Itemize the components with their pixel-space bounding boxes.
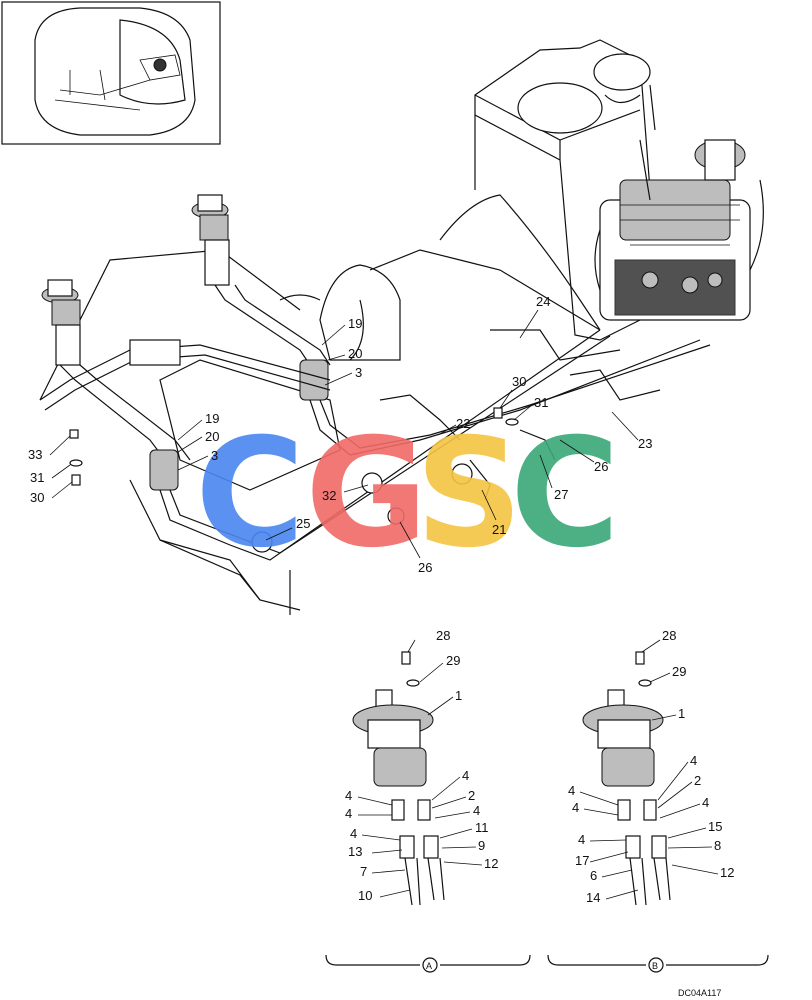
callout-21: 21 bbox=[492, 522, 506, 537]
watermark-letter-s: S bbox=[415, 407, 523, 581]
detail-a-callout-4-b: 4 bbox=[473, 803, 480, 818]
detail-a-callout-4-d: 4 bbox=[345, 806, 352, 821]
detail-b-callout-6: 6 bbox=[590, 868, 597, 883]
detail-b-callout-1: 1 bbox=[678, 706, 685, 721]
callout-3-upper: 3 bbox=[355, 365, 362, 380]
detail-a-callout-13: 13 bbox=[348, 844, 362, 859]
detail-b-fittings bbox=[617, 799, 671, 906]
floor-plate bbox=[39, 249, 341, 615]
tank-structure bbox=[474, 39, 656, 341]
callout-20-lower: 20 bbox=[205, 429, 219, 444]
callout-24: 24 bbox=[536, 294, 550, 309]
callout-20-upper: 20 bbox=[348, 346, 362, 361]
callout-26-left: 26 bbox=[418, 560, 432, 575]
detail-a-callout-2: 2 bbox=[468, 788, 475, 803]
watermark: C G S C bbox=[195, 407, 620, 581]
detail-b: 28 29 1 4 2 4 4 4 4 15 17 8 6 12 14 B bbox=[547, 628, 769, 973]
detail-b-callout-29: 29 bbox=[672, 664, 686, 679]
detail-b-callout-17: 17 bbox=[575, 853, 589, 868]
detail-b-callout-2: 2 bbox=[694, 773, 701, 788]
main-callouts: 19 20 3 19 20 3 33 31 30 24 30 31 22 23 … bbox=[28, 294, 652, 575]
clamps bbox=[251, 429, 556, 553]
callout-31-left: 31 bbox=[30, 470, 44, 485]
detail-b-callout-28: 28 bbox=[662, 628, 676, 643]
watermark-letter-c2: C bbox=[510, 407, 620, 581]
drawing-code: DC04A117 bbox=[678, 988, 721, 998]
callout-31-right: 31 bbox=[534, 395, 548, 410]
detail-a-callout-4-e: 4 bbox=[350, 826, 357, 841]
detail-a-label: A bbox=[426, 961, 432, 971]
detail-b-callout-8: 8 bbox=[714, 838, 721, 853]
detail-b-callout-4-a: 4 bbox=[690, 753, 697, 768]
detail-a: 28 29 1 4 2 4 4 4 4 11 13 9 7 12 10 A bbox=[325, 628, 531, 973]
detail-a-callout-1: 1 bbox=[455, 688, 462, 703]
right-pilot-valve bbox=[191, 194, 331, 366]
callout-26-right: 26 bbox=[594, 459, 608, 474]
detail-b-callout-4-c: 4 bbox=[568, 783, 575, 798]
center-mount bbox=[279, 194, 601, 361]
detail-b-callout-4-e: 4 bbox=[578, 832, 585, 847]
detail-b-label: B bbox=[652, 961, 658, 971]
detail-a-callout-11: 11 bbox=[475, 820, 489, 835]
detail-a-fittings bbox=[391, 799, 445, 906]
left-pilot-valve bbox=[41, 279, 191, 461]
callout-27: 27 bbox=[554, 487, 568, 502]
callout-25: 25 bbox=[296, 516, 310, 531]
detail-b-callout-4-d: 4 bbox=[572, 800, 579, 815]
inset-thumbnail bbox=[1, 1, 221, 145]
detail-b-callout-15: 15 bbox=[708, 819, 722, 834]
watermark-letter-c1: C bbox=[195, 407, 305, 581]
callout-19-lower: 19 bbox=[205, 411, 219, 426]
detail-a-callout-12: 12 bbox=[484, 856, 498, 871]
callout-30-right: 30 bbox=[512, 374, 526, 389]
detail-b-callout-14: 14 bbox=[586, 890, 600, 905]
callout-32: 32 bbox=[322, 488, 336, 503]
detail-a-callout-29: 29 bbox=[446, 653, 460, 668]
callout-30-left: 30 bbox=[30, 490, 44, 505]
fasteners bbox=[69, 407, 519, 486]
detail-a-callout-9: 9 bbox=[478, 838, 485, 853]
detail-a-callout-28: 28 bbox=[436, 628, 450, 643]
detail-a-callout-4-a: 4 bbox=[462, 768, 469, 783]
watermark-letter-g: G bbox=[305, 407, 428, 581]
detail-b-callout-12: 12 bbox=[720, 865, 734, 880]
hose-bundles bbox=[39, 299, 711, 561]
detail-b-callout-4-b: 4 bbox=[702, 795, 709, 810]
callout-3-lower: 3 bbox=[211, 448, 218, 463]
detail-a-callout-7: 7 bbox=[360, 864, 367, 879]
detail-a-callout-10: 10 bbox=[358, 888, 372, 903]
callout-33: 33 bbox=[28, 447, 42, 462]
control-valve bbox=[594, 139, 764, 321]
callout-19-upper: 19 bbox=[348, 316, 362, 331]
callout-22: 22 bbox=[456, 416, 470, 431]
detail-a-callout-4-c: 4 bbox=[345, 788, 352, 803]
callout-23: 23 bbox=[638, 436, 652, 451]
